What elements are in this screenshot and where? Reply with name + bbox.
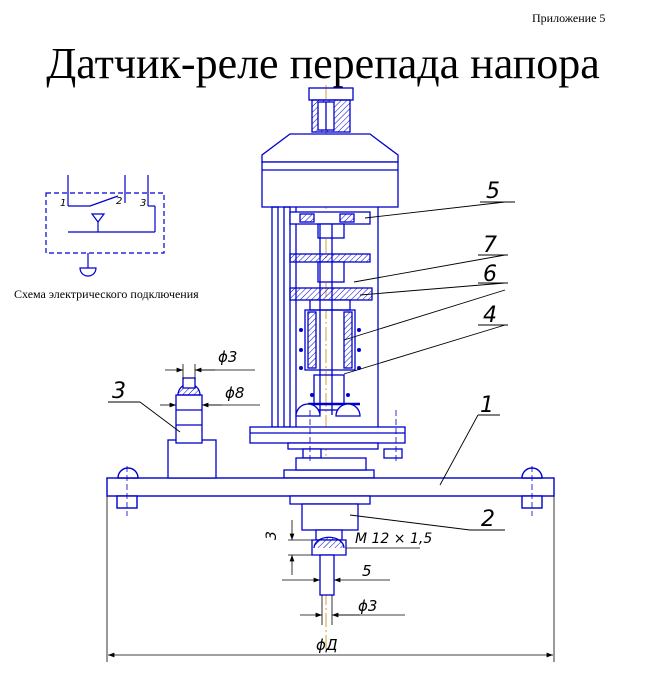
dim-phi3-top: ϕ3 (218, 348, 237, 366)
wiring-caption: Схема электрического подключения (14, 287, 199, 301)
dim-width-5: 5 (362, 562, 372, 580)
callout-3: 3 (112, 379, 126, 404)
gear-7 (289, 253, 371, 283)
spring-sleeve-4 (304, 224, 360, 415)
callout-7: 7 (483, 233, 497, 258)
base-plate-1 (106, 466, 555, 516)
side-rods (271, 206, 379, 428)
dim-height-3: 3 (264, 531, 280, 540)
dim-phi8: ϕ8 (225, 384, 244, 402)
terminal-2-label: 2 (116, 196, 122, 207)
side-post-3 (167, 377, 217, 479)
callout-1: 1 (480, 393, 494, 418)
bottom-fitting-2 (289, 495, 371, 596)
gear-6 (289, 287, 373, 311)
appendix-label: Приложение 5 (532, 11, 605, 25)
callout-5: 5 (486, 179, 500, 204)
wiring-diagram (45, 175, 165, 277)
gear-5 (289, 211, 371, 239)
spring-coils (299, 328, 361, 397)
page-title: Датчик-реле перепада напора (46, 39, 600, 88)
top-fitting (308, 87, 354, 133)
wiring-housing-dashed (45, 192, 165, 254)
lower-flange (249, 403, 406, 479)
dimension-lines (106, 364, 555, 662)
dim-thread: M 12 × 1,5 (355, 531, 432, 547)
callout-2: 2 (481, 507, 495, 532)
terminal-3-label: 3 (140, 198, 146, 209)
housing-cap (261, 133, 399, 208)
callout-4: 4 (483, 303, 497, 328)
callout-6: 6 (483, 262, 497, 287)
terminal-1-label: 1 (60, 198, 66, 209)
dim-phi-d: ϕД (316, 636, 338, 654)
dim-phi3-bottom: ϕ3 (358, 597, 377, 615)
leader-lines (108, 201, 515, 531)
